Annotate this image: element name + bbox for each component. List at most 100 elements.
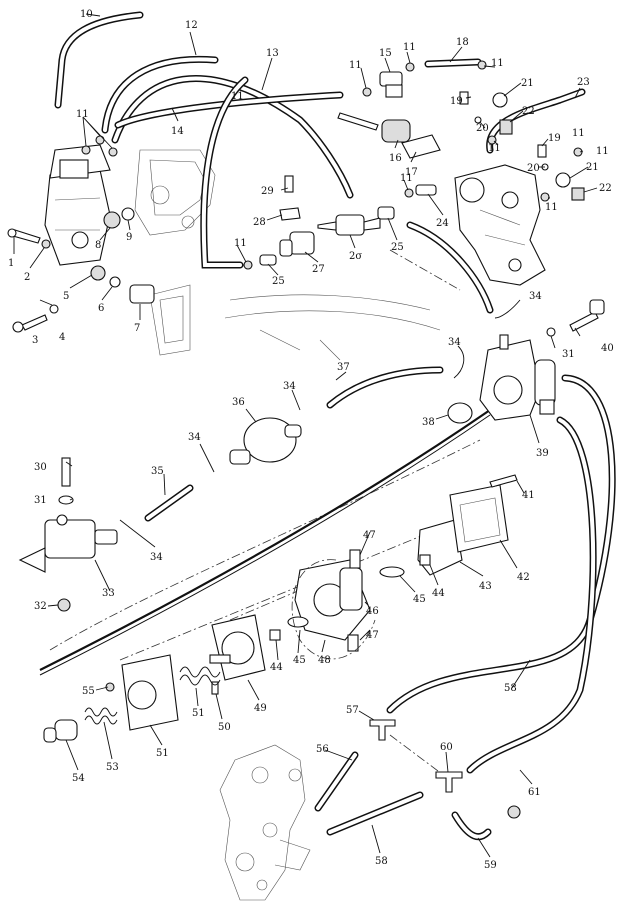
engine-block-outline-top [134,149,441,361]
callout-29: 29 [261,186,274,197]
alignment-lines [49,249,481,781]
callout-42: 42 [517,572,530,583]
bolt-30 [61,457,71,487]
callout-53: 53 [106,762,119,773]
callout-15: 15 [379,48,392,59]
bolt-3 [12,314,48,333]
engine-bracket-right [454,164,546,286]
callout-11-b: 11 [349,60,362,71]
spring-51a [179,666,221,686]
callout-10: 10 [80,9,93,20]
callout-46: 46 [366,606,379,617]
tee-57 [369,719,396,741]
callout-11-k: 11 [572,128,585,139]
carburetor [44,144,111,266]
callout-17: 17 [405,167,418,178]
fitting-21b [555,172,571,188]
fitting-25b [259,254,277,266]
callout-26: 2σ [349,251,362,262]
screw-44a [419,554,431,566]
bolt-1 [7,228,41,244]
callout-6: 6 [98,303,104,314]
callout-45-a: 45 [413,594,426,605]
callout-11-a: 11 [76,109,89,120]
diaphragm-49 [209,614,266,681]
callout-4: 4 [59,332,65,343]
engine-bracket-bottom [219,744,311,901]
callout-32: 32 [34,601,47,612]
callout-11-h: 11 [400,173,413,184]
callout-25-a: 25 [391,242,404,253]
grommet-8 [103,211,121,229]
fitting-21a [492,92,508,108]
clip-28 [279,207,301,221]
callout-34-c: 34 [283,381,296,392]
callout-11-f: 11 [596,146,609,157]
callout-13: 13 [266,48,279,59]
screw-41 [489,474,518,488]
washer-31a [58,495,74,505]
coupler-24 [415,184,437,196]
nut-32 [57,598,71,612]
callout-60: 60 [440,742,453,753]
callout-11-i: 11 [234,238,247,249]
fitting-25a [377,206,395,220]
connector-27 [279,231,315,257]
callout-48: 48 [318,655,331,666]
callout-11-j: 11 [231,91,244,102]
callout-20-b: 20 [527,163,540,174]
callout-21-a: 21 [521,78,534,89]
inline-filter-26 [317,214,381,236]
nut-55 [105,682,115,692]
pin-50 [211,681,219,695]
callout-20-a: 20 [476,123,489,134]
callout-31-b: 31 [562,349,575,360]
washer-20a [474,116,482,124]
screw-19b [537,144,547,158]
callout-58-a: 58 [504,683,517,694]
callout-14: 14 [171,126,184,137]
fitting-small [507,805,521,819]
washer-4 [49,304,59,314]
elbow-22b [571,187,585,201]
callout-61: 61 [528,787,541,798]
callout-47-a: 47 [363,530,376,541]
check-valve-54 [43,719,78,743]
callout-5: 5 [63,291,69,302]
callout-39: 39 [536,448,549,459]
diagonal-strap [39,409,491,671]
fuel-hoses [54,11,616,841]
callout-44-a: 44 [432,588,445,599]
screw-44b [269,629,281,641]
callout-59: 59 [484,860,497,871]
bushing-7 [129,284,155,304]
callout-22-a: 22 [522,106,535,117]
callout-3: 3 [32,335,38,346]
callout-50: 50 [218,722,231,733]
callout-31-a: 31 [34,495,47,506]
callout-35: 35 [151,466,164,477]
callout-44-b: 44 [270,662,283,673]
callout-23: 23 [577,77,590,88]
callout-51-b: 51 [156,748,169,759]
tee-60 [435,771,463,793]
callout-11-e: 11 [488,143,501,154]
washer-2 [41,239,51,249]
collar-9 [121,207,135,221]
callout-22-b: 22 [599,183,612,194]
fuel-filter-36 [229,417,302,465]
callout-11-g: 11 [545,202,558,213]
callout-19-a: 19 [450,96,463,107]
callout-11-d: 11 [491,58,504,69]
callout-9: 9 [126,232,132,243]
connector-15 [379,71,403,98]
bolt-40 [569,299,605,332]
bracket-17 [401,134,441,159]
collar-6 [109,276,121,288]
elbow-22a [499,119,513,135]
callout-16: 16 [389,153,402,164]
callout-7: 7 [134,323,140,334]
diagonal-strap-2 [39,414,491,676]
screw-long [337,112,379,131]
